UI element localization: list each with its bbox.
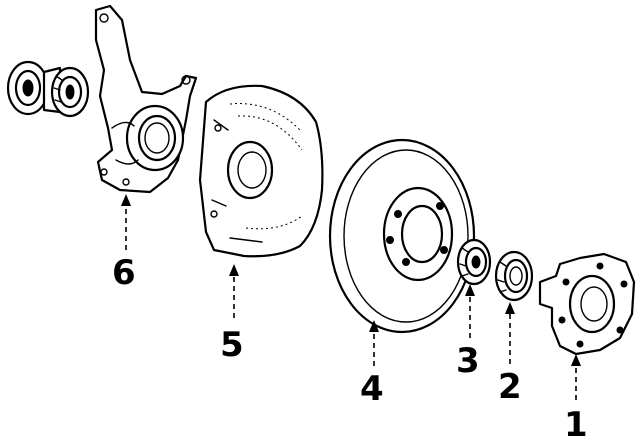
callout-leaders (121, 194, 581, 400)
arrow-2 (505, 302, 515, 314)
callout-6: 6 (112, 253, 136, 293)
callout-labels: 6 5 4 3 2 1 (112, 253, 588, 445)
callout-1: 1 (564, 405, 588, 445)
callout-4: 4 (360, 369, 384, 409)
bearing-set-part (6, 60, 90, 118)
steering-knuckle-part (94, 4, 198, 194)
arrow-1 (571, 354, 581, 366)
arrow-6 (121, 194, 131, 206)
inner-bearing-part (456, 238, 492, 286)
callout-3: 3 (456, 341, 480, 381)
arrow-3 (465, 284, 475, 296)
wheel-hub-part (538, 252, 636, 356)
splash-shield-part (198, 84, 324, 258)
arrow-5 (229, 264, 239, 276)
arrow-4 (369, 320, 379, 332)
brake-rotor-part (328, 138, 476, 334)
callout-5: 5 (220, 325, 244, 365)
callout-2: 2 (498, 367, 522, 407)
outer-bearing-part (494, 250, 534, 302)
